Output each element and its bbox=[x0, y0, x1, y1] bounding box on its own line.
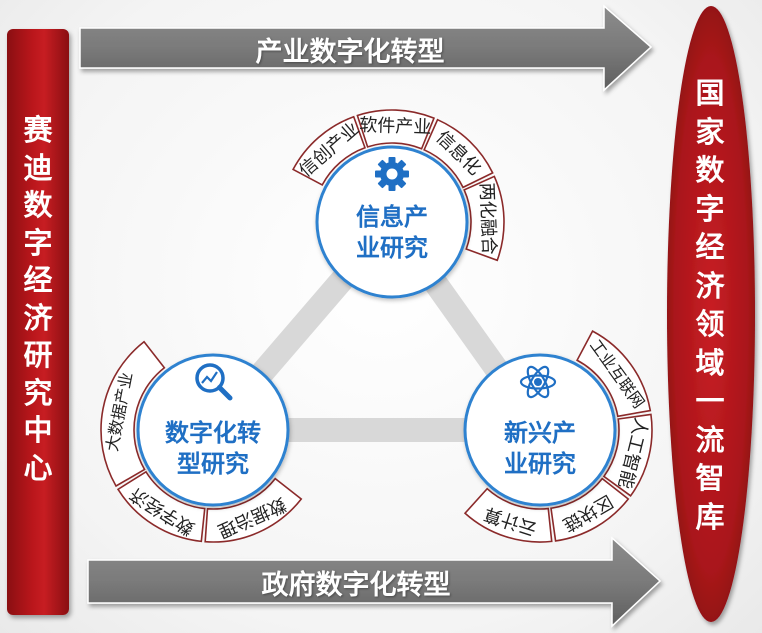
right-title-char: 智 bbox=[695, 461, 725, 495]
connector-triangle bbox=[201, 210, 552, 442]
bottom-arrow bbox=[87, 536, 662, 628]
circle-digital bbox=[136, 353, 290, 507]
top-arrow-label: 产业数字化转型 bbox=[255, 37, 445, 68]
ring-segment bbox=[602, 413, 653, 497]
circle-title-line: 信息产 bbox=[356, 203, 428, 231]
right-title-char: 国 bbox=[695, 76, 725, 110]
left-title-text: 赛 迪 数 字 经 济 研 究 中 心 bbox=[7, 112, 69, 487]
ring-segment bbox=[423, 118, 494, 189]
ring-segment-label: 两化融合 bbox=[476, 182, 500, 255]
ring-segment bbox=[292, 115, 367, 186]
right-title-char: 数 bbox=[695, 153, 725, 187]
left-title-char: 心 bbox=[23, 450, 53, 485]
right-title-char: 一 bbox=[695, 384, 725, 418]
left-title-char: 中 bbox=[23, 413, 53, 447]
left-title-char: 济 bbox=[23, 300, 53, 335]
circle-title-line: 数字化转 bbox=[165, 419, 261, 447]
circle-title-line: 型研究 bbox=[177, 450, 249, 478]
right-title-char: 济 bbox=[695, 268, 725, 303]
circle-title-emerging: 新兴产 业研究 bbox=[480, 418, 600, 480]
ring-segment bbox=[356, 109, 435, 150]
right-title-text: 国 家 数 字 经 济 领 域 一 流 智 库 bbox=[672, 74, 748, 536]
right-title-oval bbox=[667, 6, 755, 622]
top-arrow bbox=[79, 4, 653, 92]
right-title-char: 库 bbox=[695, 499, 725, 534]
circle-title-line: 业研究 bbox=[504, 450, 576, 478]
right-title-char: 流 bbox=[695, 422, 725, 457]
left-title-bar bbox=[7, 29, 69, 615]
magnifier-chart-icon bbox=[195, 363, 233, 401]
circle-info bbox=[315, 145, 469, 299]
left-title-char: 研 bbox=[23, 338, 53, 372]
circle-title-info: 信息产 业研究 bbox=[332, 202, 452, 264]
ring-segment bbox=[576, 330, 652, 418]
ring-segment bbox=[550, 477, 630, 542]
right-title-char: 域 bbox=[695, 345, 725, 380]
right-title-char: 家 bbox=[695, 114, 725, 149]
circle-title-digital: 数字化转 型研究 bbox=[148, 418, 278, 480]
ring-segment bbox=[116, 470, 206, 543]
left-title-char: 赛 bbox=[23, 113, 53, 147]
right-title-char: 领 bbox=[695, 307, 725, 341]
atom-icon bbox=[519, 365, 557, 399]
right-title-char: 字 bbox=[695, 191, 725, 226]
ring-segment bbox=[463, 175, 505, 262]
right-title-char: 经 bbox=[695, 230, 725, 264]
left-title-char: 数 bbox=[23, 188, 53, 222]
circle-emerging bbox=[463, 353, 617, 507]
left-title-char: 迪 bbox=[23, 150, 53, 185]
circle-title-line: 业研究 bbox=[356, 234, 428, 262]
ring-segment bbox=[100, 340, 166, 488]
bottom-arrow-label: 政府数字化转型 bbox=[261, 570, 451, 601]
circle-title-line: 新兴产 bbox=[504, 419, 576, 447]
left-title-char: 经 bbox=[23, 263, 53, 297]
gear-icon bbox=[375, 157, 409, 191]
ring-segment bbox=[204, 477, 303, 543]
ring-segment-label: 软件产业 bbox=[359, 115, 432, 138]
left-title-char: 字 bbox=[23, 225, 53, 260]
ring-segment bbox=[463, 487, 553, 543]
left-title-char: 究 bbox=[23, 375, 53, 410]
